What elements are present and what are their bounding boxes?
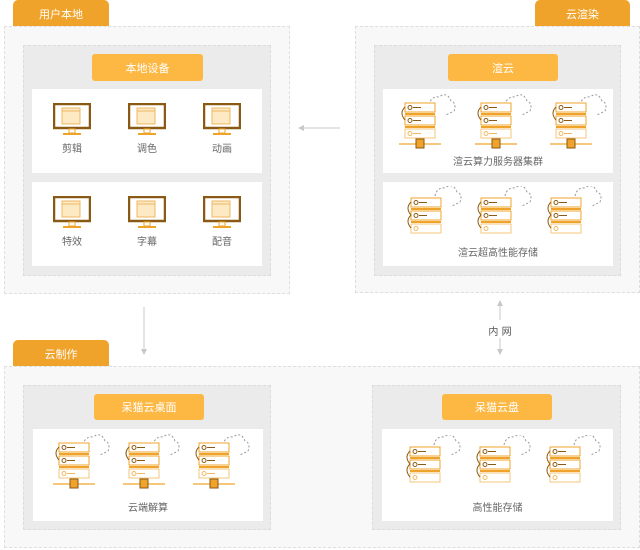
monitor-icon xyxy=(203,196,241,229)
device-label: 特效 xyxy=(62,237,82,248)
cloud-disk-header: 呆猫云盘 xyxy=(442,394,552,420)
storage-cloud-icon xyxy=(546,435,601,483)
monitor-icon xyxy=(53,196,91,229)
cloud-desktop-group: 呆猫云桌面 云端解算 xyxy=(23,385,271,530)
monitor-icon xyxy=(128,103,166,136)
monitor-icon xyxy=(203,103,241,136)
cluster-caption: 渲云算力服务器集群 xyxy=(453,157,543,168)
tab-cloud-render: 云渲染 xyxy=(535,0,630,27)
tab-user-local: 用户本地 xyxy=(13,0,109,27)
server-cloud-icon xyxy=(52,433,110,489)
tab-cloud-production: 云制作 xyxy=(13,340,109,367)
server-cloud-icon xyxy=(192,433,250,489)
arrow-down-icon xyxy=(141,307,147,355)
device-label: 调色 xyxy=(137,144,157,155)
device-subtitles: 字幕 xyxy=(117,196,177,248)
device-label: 字幕 xyxy=(137,237,157,248)
render-header: 渲云 xyxy=(448,54,558,81)
device-animation: 动画 xyxy=(192,103,252,155)
storage-cloud-icon xyxy=(407,186,462,234)
device-effects: 特效 xyxy=(42,196,102,248)
devices-row-1: 剪辑 调色 动画 xyxy=(32,89,262,173)
device-label: 剪辑 xyxy=(62,144,82,155)
storage-cloud-icon xyxy=(406,435,461,483)
disk-caption: 高性能存储 xyxy=(472,503,523,514)
cloud-desktop-header: 呆猫云桌面 xyxy=(94,394,204,420)
render-cluster-panel: 渲云算力服务器集群 xyxy=(383,89,613,173)
server-cloud-icon xyxy=(122,433,180,489)
cloud-disk-panel: 高性能存储 xyxy=(382,429,613,521)
device-label: 动画 xyxy=(212,144,232,155)
device-edit: 剪辑 xyxy=(42,103,102,155)
device-color: 调色 xyxy=(117,103,177,155)
cloud-render-section: 渲云 渲云算力服务器集群 渲云超高性能存储 xyxy=(355,26,640,293)
cloud-desktop-panel: 云端解算 xyxy=(33,429,263,521)
server-cloud-icon xyxy=(398,93,456,149)
desktop-caption: 云端解算 xyxy=(128,503,168,514)
storage-cloud-icon xyxy=(547,186,602,234)
storage-caption: 渲云超高性能存储 xyxy=(458,248,538,259)
arrow-vertical-double-icon xyxy=(497,300,503,355)
cloud-disk-group: 呆猫云盘 高性能存储 xyxy=(372,385,621,530)
user-local-section: 本地设备 剪辑 调色 动画 特效 字幕 配音 xyxy=(4,26,290,294)
local-devices-header: 本地设备 xyxy=(92,54,203,81)
render-storage-panel: 渲云超高性能存储 xyxy=(383,182,613,266)
server-cloud-icon xyxy=(549,93,607,149)
storage-cloud-icon xyxy=(477,186,532,234)
intranet-label: 内 网 xyxy=(488,327,512,338)
arrow-left-icon xyxy=(298,125,340,131)
monitor-icon xyxy=(128,196,166,229)
storage-cloud-icon xyxy=(476,435,531,483)
devices-row-2: 特效 字幕 配音 xyxy=(32,182,262,266)
render-group: 渲云 渲云算力服务器集群 渲云超高性能存储 xyxy=(374,45,621,276)
cloud-production-section: 呆猫云桌面 云端解算 呆猫云盘 高性能存储 xyxy=(4,366,640,548)
device-label: 配音 xyxy=(212,237,232,248)
device-dubbing: 配音 xyxy=(192,196,252,248)
monitor-icon xyxy=(53,103,91,136)
server-cloud-icon xyxy=(474,93,532,149)
local-devices-group: 本地设备 剪辑 调色 动画 特效 字幕 配音 xyxy=(23,45,271,276)
